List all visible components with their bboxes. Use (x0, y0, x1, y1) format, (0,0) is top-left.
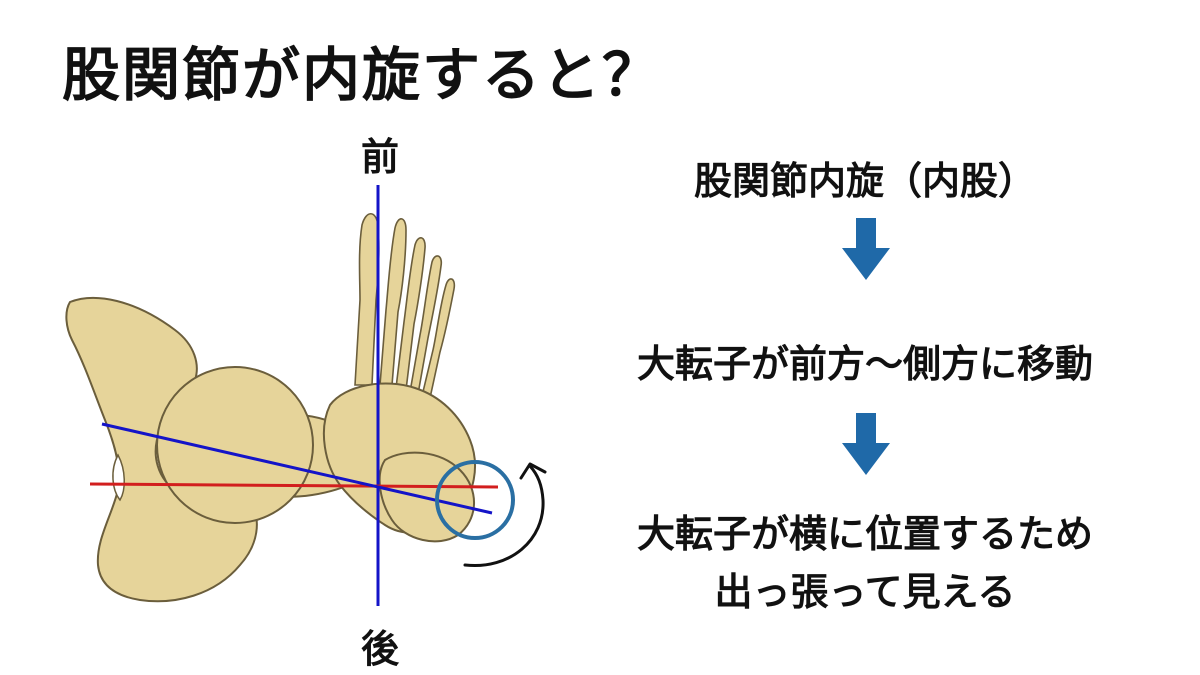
down-arrow-icon (842, 413, 890, 475)
back-direction-label: 後 (360, 627, 399, 671)
foot-phalanges (354, 212, 456, 399)
front-direction-label: 前 (360, 135, 399, 179)
conclusion-line-1: 大転子が横に位置するため (636, 512, 1093, 556)
conclusion-line-2: 出っ張って見える (714, 570, 1016, 614)
down-arrow-icon (842, 218, 890, 280)
obturator-foramen (112, 453, 125, 502)
femoral-neck-axis-line (101, 422, 493, 515)
flow-step-trochanter-moves: 大転子が前方〜側方に移動 (636, 342, 1093, 386)
femoral-head (156, 366, 314, 524)
page-title: 股関節が内旋すると？ (62, 41, 663, 109)
horizontal-reference-line (89, 482, 499, 489)
flow-step-conclusion: 大転子が横に位置するため 出っ張って見える (580, 505, 1150, 621)
flow-step-hip-internal-rotation: 股関節内旋（内股） (693, 159, 1036, 203)
greater-trochanter-highlight-circle (435, 460, 515, 540)
curved-rotation-arrow-icon (463, 462, 547, 568)
